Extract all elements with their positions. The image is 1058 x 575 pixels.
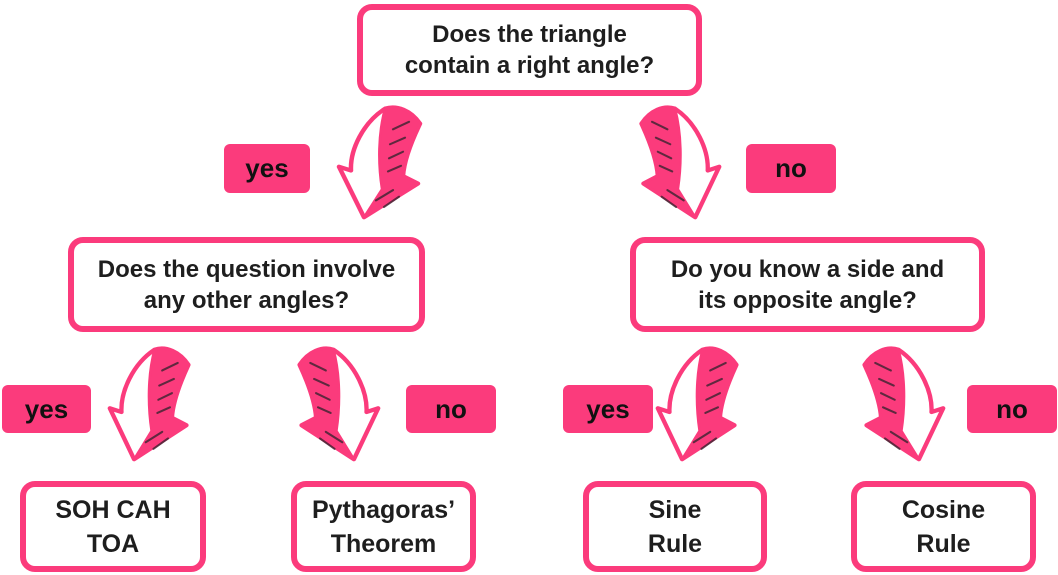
arrow-down-left-icon: [652, 345, 749, 463]
root-yes-label: yes: [224, 144, 310, 193]
root-question-box: Does the triangle contain a right angle?: [357, 4, 702, 96]
left-no-label: no: [406, 385, 496, 433]
outcome-soh-cah-toa-line1: SOH CAH: [55, 495, 171, 524]
root-no-label: no: [746, 144, 836, 193]
right-yes-label: yes: [563, 385, 653, 433]
outcome-cosine-rule-line1: Cosine: [901, 495, 986, 524]
outcome-cosine-rule-box: Cosine Rule: [851, 481, 1036, 572]
root-question-line1: Does the triangle: [432, 21, 627, 48]
left-question-box: Does the question involve any other angl…: [68, 237, 425, 332]
right-question-line1: Do you know a side and: [670, 255, 945, 283]
arrow-down-right-icon: [852, 345, 949, 463]
outcome-soh-cah-toa-line2: TOA: [86, 529, 140, 558]
arrow-down-left-icon: [104, 345, 201, 463]
outcome-sine-rule-box: Sine Rule: [583, 481, 767, 572]
left-question-line1: Does the question involve: [97, 255, 396, 283]
right-no-label: no: [967, 385, 1057, 433]
outcome-sine-rule-line1: Sine: [648, 495, 702, 524]
outcome-pythagoras-line1: Pythagoras’: [311, 495, 456, 524]
outcome-pythagoras-line2: Theorem: [330, 529, 437, 558]
left-question-line2: any other angles?: [143, 286, 350, 314]
outcome-cosine-rule-line2: Rule: [916, 529, 971, 558]
root-question-line2: contain a right angle?: [404, 52, 655, 79]
arrow-down-left-icon: [333, 104, 433, 221]
arrow-down-right-icon: [287, 345, 384, 463]
right-question-line2: its opposite angle?: [698, 286, 917, 314]
arrow-down-right-icon: [629, 104, 725, 221]
left-yes-label: yes: [2, 385, 91, 433]
outcome-sine-rule-line2: Rule: [647, 529, 703, 558]
outcome-soh-cah-toa-box: SOH CAH TOA: [20, 481, 206, 572]
right-question-box: Do you know a side and its opposite angl…: [630, 237, 985, 332]
outcome-pythagoras-box: Pythagoras’ Theorem: [291, 481, 476, 572]
